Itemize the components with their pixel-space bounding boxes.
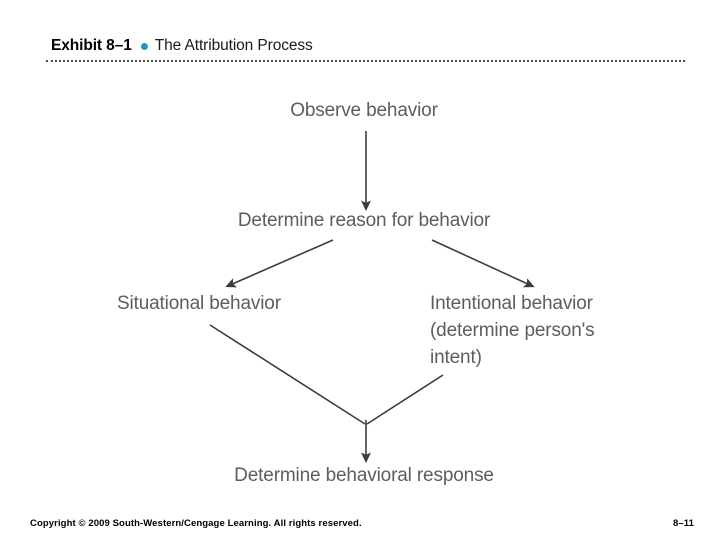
- edge-situational-to-junction: [209, 324, 366, 425]
- flow-node-observe-behavior: Observe behavior: [290, 100, 438, 121]
- edge-reason-to-situational: [225, 239, 334, 288]
- flow-node-intentional-behavior: Intentional behavior (determine person's…: [430, 293, 595, 368]
- exhibit-label: Exhibit 8–1: [51, 37, 132, 54]
- footer-copyright: Copyright © 2009 South-Western/Cengage L…: [30, 518, 362, 529]
- slide-header: Exhibit 8–1 The Attribution Process: [51, 32, 691, 60]
- bullet-dot-icon: [140, 42, 148, 50]
- flow-node-situational-behavior: Situational behavior: [117, 293, 281, 314]
- flow-node-determine-response: Determine behavioral response: [234, 465, 494, 486]
- flow-node-determine-reason: Determine reason for behavior: [237, 210, 491, 231]
- edge-reason-to-intentional: [431, 239, 535, 288]
- edge-intentional-to-junction: [366, 374, 444, 425]
- footer-page-number: 8–11: [672, 518, 694, 529]
- header-divider: [46, 60, 685, 62]
- page-title: The Attribution Process: [154, 37, 313, 54]
